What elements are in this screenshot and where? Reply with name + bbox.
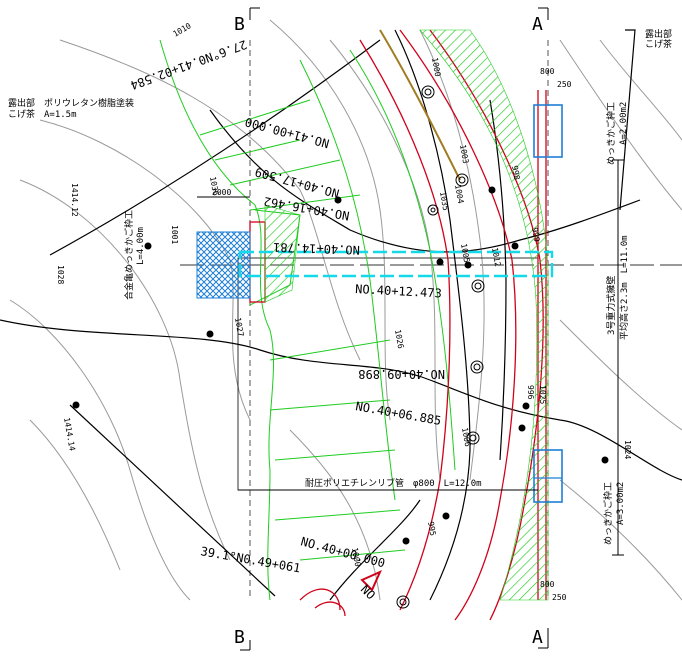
right-gabion-top [533,104,563,158]
elev-1003: 1003 [458,144,470,165]
elev-1026: 1026 [393,329,405,350]
elev-1028: 1028 [56,265,65,284]
tree-symbols [396,85,485,609]
dim-250-bottom: 250 [552,593,567,602]
ditch-line [379,29,461,181]
section-a-bottom: A [532,627,543,648]
elev-1414-12: 1414.12 [70,183,79,217]
right-gabion-top-label-1: めっきかご枠工 [605,102,617,165]
exposed-left-label-1: 露出部 ポリウレタン樹脂塗装 [8,97,134,109]
elev-996: 996 [526,385,535,400]
elev-1000-top: 1000 [430,57,442,78]
elev-1036: 1036 [208,176,220,197]
elev-1024: 1024 [623,440,632,459]
station-label-40-12: NO.40+12.473 [355,282,442,301]
dim-250-top: 250 [557,80,572,89]
right-gabion-bottom [533,449,563,503]
elev-995: 995 [426,521,437,537]
right-gabion-bottom-label-1: めっきかご枠工 [602,482,614,545]
station-label-40-14: NO.40+14.781 [273,240,360,257]
dim-800-top: 800 [540,67,555,76]
dim-2000: 2000 [212,188,231,197]
bearing-label-bottom: 39.1°N0.49+061 [199,544,301,575]
station-label-41-00: NO.41+00.000 [243,115,330,151]
elev-1414-14: 1414.14 [62,417,77,452]
elev-998-top: 998 [510,165,521,181]
exposed-left-label-2: こげ茶 A=1.5m [8,108,77,120]
elev-1035: 1035 [438,191,450,212]
elev-1027: 1027 [233,317,245,338]
left-gabion-hatch [196,231,251,299]
slope-lines [159,39,456,601]
station-label-40-09: NO.40+09.898 [358,367,445,381]
elev-1006: 1006 [460,427,472,448]
section-b-bottom: B [234,627,245,648]
elev-999-a: 999 [530,227,541,243]
station-label-40-06: NO.40+06.885 [354,399,442,428]
right-gabion-bottom-label-2: A=3.00m2 [616,482,626,525]
section-a-top: A [532,14,543,35]
right-gabion-top-label-2: A=2.00m2 [619,102,629,145]
elev-1025: 1025 [538,385,547,404]
wall-dimension [612,159,624,556]
station-label-40-00: NO.40+00.000 [299,534,386,570]
section-b-top: B [234,14,245,35]
elev-1012: 1012 [490,247,502,268]
pipe-label: 耐圧ポリエチレンリブ管 φ800 L=12.0m [305,477,482,489]
exposed-right-label-1: 露出部 [645,28,672,40]
station-arrow [360,570,382,592]
pipe-outline [238,250,554,278]
elev-1001: 1001 [170,225,179,244]
slope-hatch-areas [264,29,549,601]
wall-label-2: 平均高さ2.3m L=11.0m [618,235,630,340]
elev-1000-bottom: 1000 [350,547,362,568]
dim-800-bottom: 800 [540,580,555,589]
elev-1005: 1005 [459,243,471,264]
survey-points [72,186,609,545]
left-gabion-label-1: 合金亀めっきかご枠工 [123,210,135,300]
left-gabion-label-2: L=4.00m [136,227,146,265]
exposed-right-label-2: こげ茶 [645,38,672,50]
wall-label-1: 3号重力式擁壁 [605,276,617,335]
elev-1004: 1004 [453,184,465,205]
elev-1010: 1010 [172,21,193,39]
bearing-label-top: 27.6°N0.41+02.584 [129,37,249,92]
